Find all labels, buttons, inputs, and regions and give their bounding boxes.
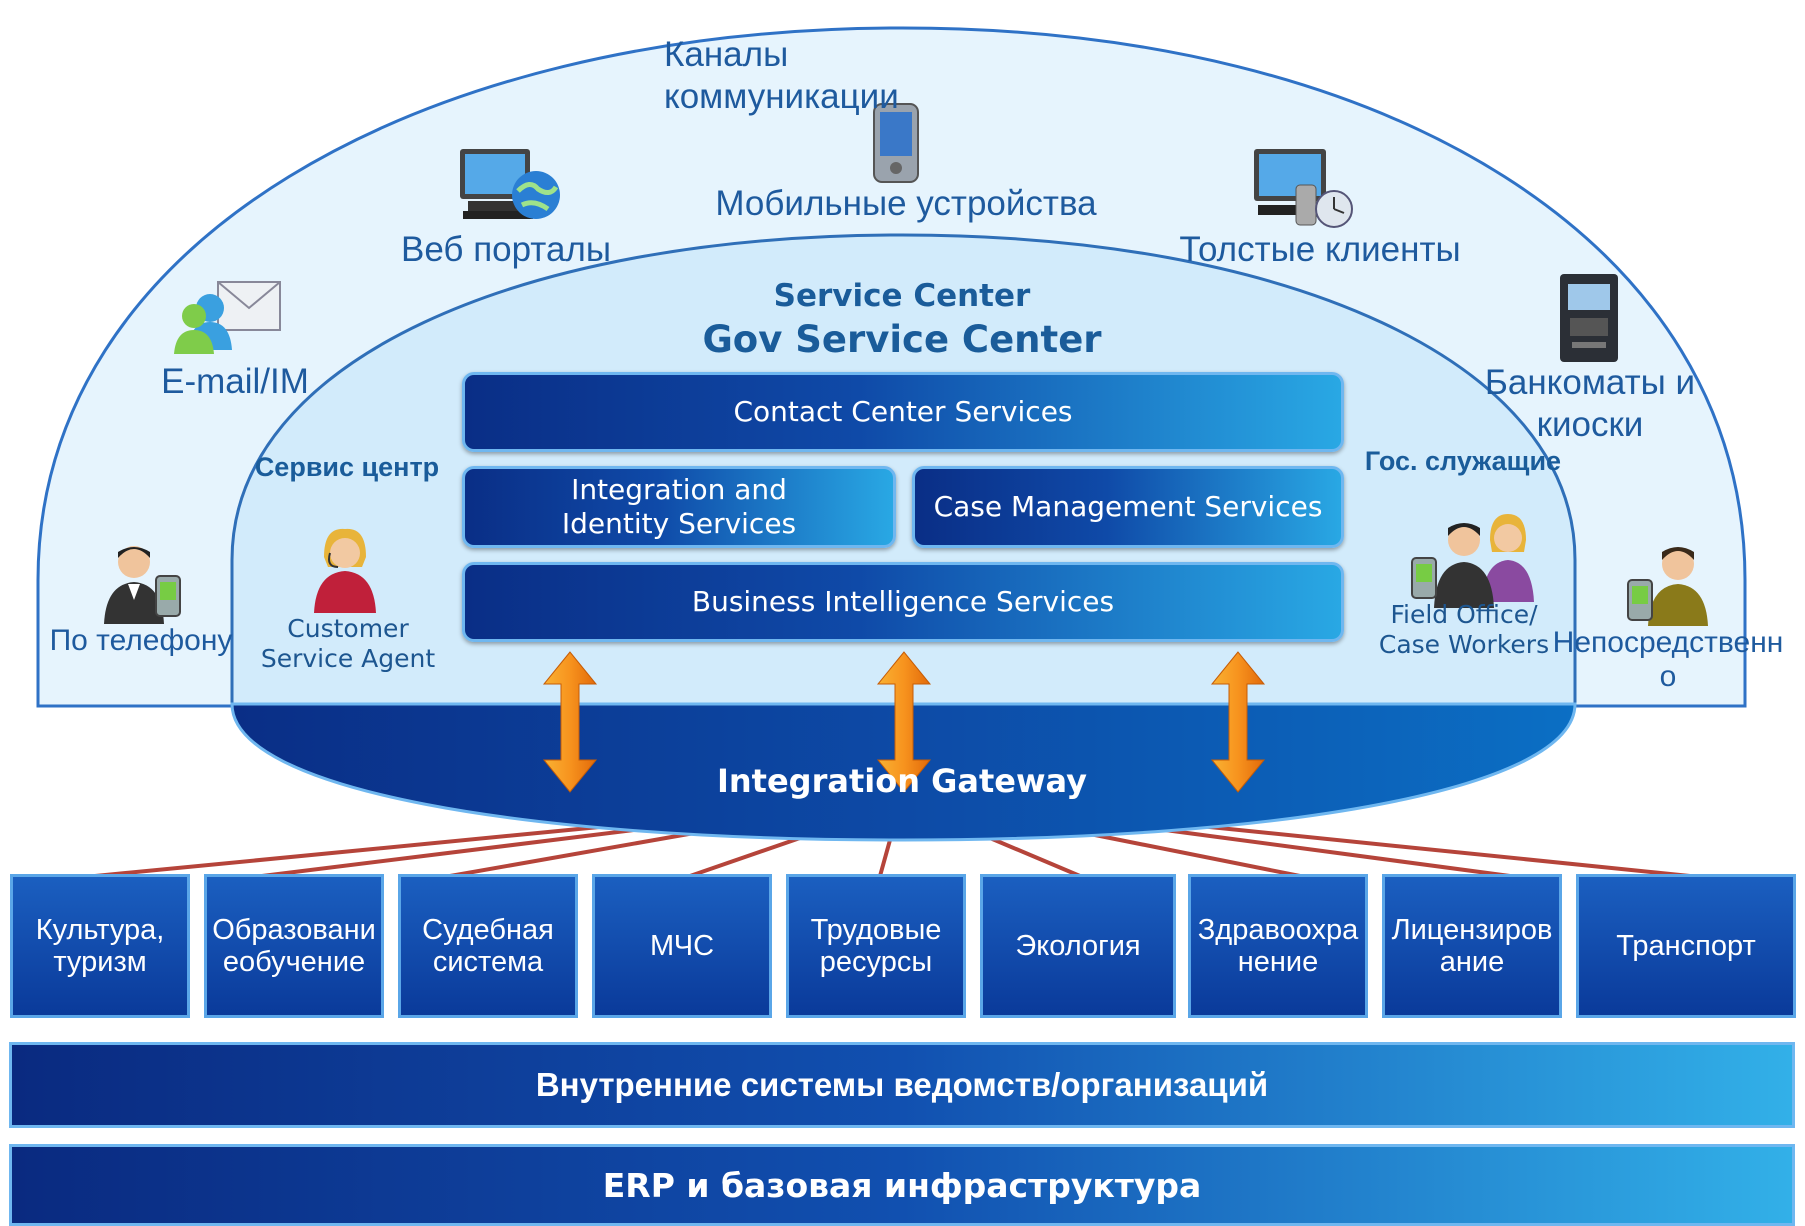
web-portal-icon [458,145,563,229]
department-line1: Лицензиров [1391,914,1553,946]
department-line1: Образовани [212,914,376,946]
email-im-icon [170,278,285,362]
erp-infrastructure-bar: ERP и базовая инфраструктура [9,1144,1795,1226]
direct-line1: Непосредственн [1552,626,1784,659]
case-workers-line1: Field Office/ [1390,600,1538,629]
department-line1: Экология [1015,930,1141,962]
case-management-services-box: Case Management Services [912,466,1344,548]
internal-systems-bar: Внутренние системы ведомств/организаций [9,1042,1795,1128]
email-im-label: E-mail/IM [161,362,309,401]
customer-agent-line2: Service Agent [260,644,436,673]
atm-kiosk-icon [1556,272,1622,368]
atm-kiosk-label: Банкоматы и киоски [1470,362,1710,446]
service-center-ru-label: Сервис центр [254,452,440,482]
web-portals-label: Веб порталы [401,230,611,269]
atm-kiosk-line1: Банкоматы и [1484,363,1696,402]
direct-label: Непосредственн о [1550,626,1786,694]
customer-agent-label: Customer Service Agent [248,614,448,674]
gov-staff-label: Гос. служащие [1364,446,1562,476]
channels-title: Каналы коммуникации [664,34,899,118]
mobile-device-icon [870,102,922,188]
department-line2: ресурсы [819,946,933,978]
department-line2: система [432,946,544,978]
direct-person-icon [1622,540,1712,630]
customer-agent-icon [312,527,378,617]
case-workers-line2: Case Workers [1378,630,1550,659]
department-line2: ание [1439,946,1505,978]
department-line2: туризм [53,946,147,978]
integration-identity-services-box: Integration and Identity Services [462,466,896,548]
atm-kiosk-line2: киоски [1536,405,1644,444]
department-culture: Культура,туризм [10,874,190,1018]
thick-client-icon [1252,147,1357,236]
integration-gateway-label: Integration Gateway [716,762,1088,800]
business-intelligence-services-box: Business Intelligence Services [462,562,1344,642]
service-center-heading: Service Center [773,278,1031,314]
contact-center-services-box: Contact Center Services [462,372,1344,452]
department-emergency: МЧС [592,874,772,1018]
phone-person-icon [98,540,186,628]
department-line1: МЧС [649,930,715,962]
case-workers-icon [1408,510,1536,614]
integration-line1: Integration and [571,473,787,506]
direct-line2: о [1659,660,1677,693]
gov-service-center-heading: Gov Service Center [702,318,1102,361]
connector-lines [94,823,1691,878]
case-workers-label: Field Office/ Case Workers [1374,600,1554,660]
integration-line2: Identity Services [561,507,797,540]
department-ecology: Экология [980,874,1176,1018]
department-transport: Транспорт [1576,874,1796,1018]
department-line1: Здравоохра [1197,914,1359,946]
mobile-devices-label: Мобильные устройства [715,184,1097,223]
channels-title-line1: Каналы [664,35,789,74]
department-line2: еобучение [222,946,366,978]
channels-title-line2: коммуникации [664,77,899,116]
department-line1: Судебная [422,914,554,946]
thick-clients-label: Толстые клиенты [1179,230,1461,269]
department-line2: нение [1237,946,1319,978]
department-line1: Культура, [35,914,165,946]
department-line1: Трудовые [810,914,942,946]
customer-agent-line1: Customer [287,614,409,643]
phone-label: По телефону [49,624,233,657]
department-line1: Транспорт [1616,930,1756,962]
